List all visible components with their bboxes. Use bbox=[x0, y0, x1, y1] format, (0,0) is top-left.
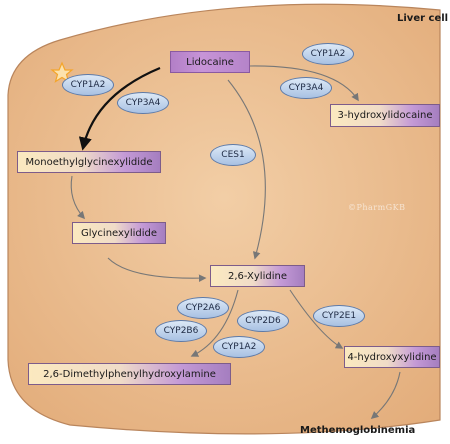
arrow-4ohxyl-to-methemoglobinemia bbox=[370, 371, 401, 420]
node-glycinexylidide: Glycinexylidide bbox=[72, 222, 166, 244]
enzyme-cyp2d6: CYP2D6 bbox=[237, 310, 289, 332]
enzyme-cyp3a4-megx: CYP3A4 bbox=[117, 92, 169, 114]
node-3-hydroxylidocaine: 3-hydroxylidocaine bbox=[330, 104, 440, 127]
arrow-xylidine-to-dmpha bbox=[190, 289, 239, 357]
enzyme-ces1: CES1 bbox=[210, 144, 256, 166]
node-2-6-dimethylphenylhydroxylamine: 2,6-Dimethylphenylhydroxylamine bbox=[28, 363, 231, 385]
node-lidocaine: Lidocaine bbox=[170, 51, 250, 73]
node-4-hydroxyxylidine: 4-hydroxyxylidine bbox=[344, 346, 440, 368]
arrow-xylidine-to-4ohxyl bbox=[289, 289, 344, 349]
enzyme-cyp1a2-megx: CYP1A2 bbox=[62, 74, 114, 96]
enzyme-cyp2a6: CYP2A6 bbox=[177, 297, 229, 319]
cell-label: Liver cell bbox=[397, 13, 449, 24]
star-icon bbox=[50, 61, 74, 83]
node-monoethylglycinexylidide: Monoethylglycinexylidide bbox=[17, 151, 161, 173]
enzyme-cyp2b6: CYP2B6 bbox=[155, 320, 207, 342]
enzyme-cyp3a4-hydroxy: CYP3A4 bbox=[280, 77, 332, 99]
enzyme-cyp1a2-dmpha: CYP1A2 bbox=[213, 336, 265, 358]
enzyme-cyp1a2-hydroxy: CYP1A2 bbox=[302, 43, 354, 65]
arrow-lidocaine-to-xylidine bbox=[227, 79, 266, 260]
arrow-lidocaine-to-3ohlido bbox=[249, 65, 359, 102]
watermark-text: ©PharmGKB bbox=[348, 203, 406, 212]
arrow-megx-to-gx bbox=[70, 175, 86, 220]
enzyme-cyp2e1: CYP2E1 bbox=[313, 305, 365, 327]
outcome-methemoglobinemia: Methemoglobinemia bbox=[300, 425, 416, 436]
arrow-lidocaine-to-megx bbox=[78, 66, 161, 151]
node-2-6-xylidine: 2,6-Xylidine bbox=[210, 265, 305, 287]
arrow-gx-to-xylidine bbox=[107, 257, 207, 283]
